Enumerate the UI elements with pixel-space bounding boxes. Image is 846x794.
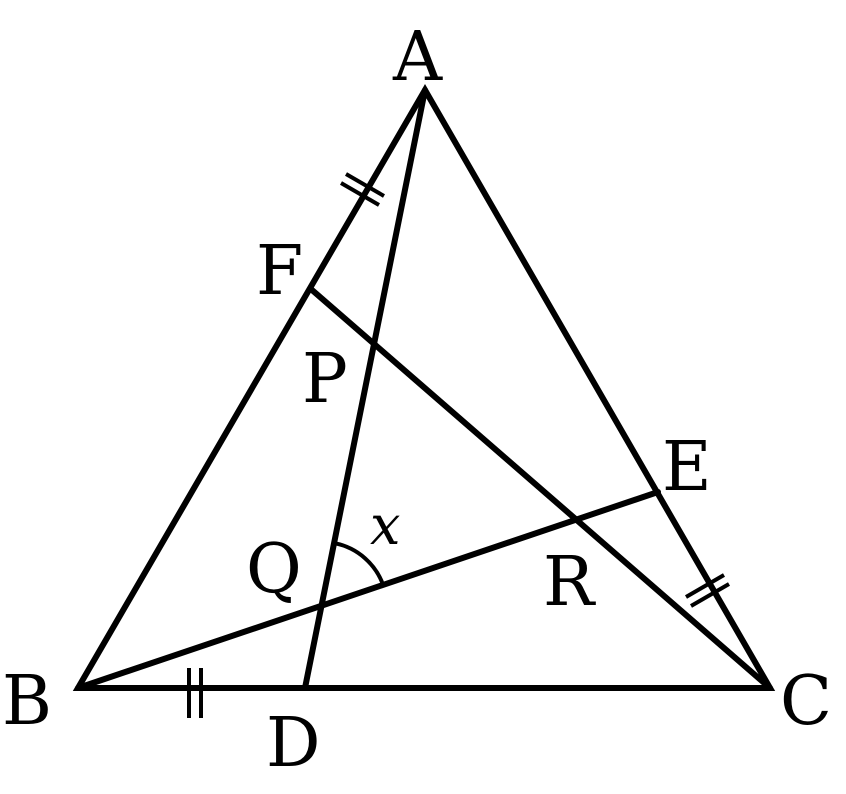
cevian-ad [302, 87, 428, 691]
angle-label-x: x [370, 494, 400, 557]
label-b: B [2, 662, 52, 741]
label-d: D [266, 704, 321, 783]
triangle-abc [72, 84, 776, 691]
tick-marks-ec [684, 573, 731, 608]
label-c: C [780, 662, 832, 741]
cevian-cf [309, 287, 773, 691]
tick-marks-bd [187, 668, 203, 718]
label-f: F [256, 232, 303, 311]
label-p: P [302, 340, 348, 419]
label-a: A [392, 18, 443, 97]
label-q: Q [246, 530, 302, 609]
angle-arc-x [334, 541, 386, 587]
label-r: R [543, 543, 596, 622]
label-e: E [662, 428, 712, 507]
cevian-be [75, 489, 661, 691]
tick-marks-af [339, 172, 386, 207]
